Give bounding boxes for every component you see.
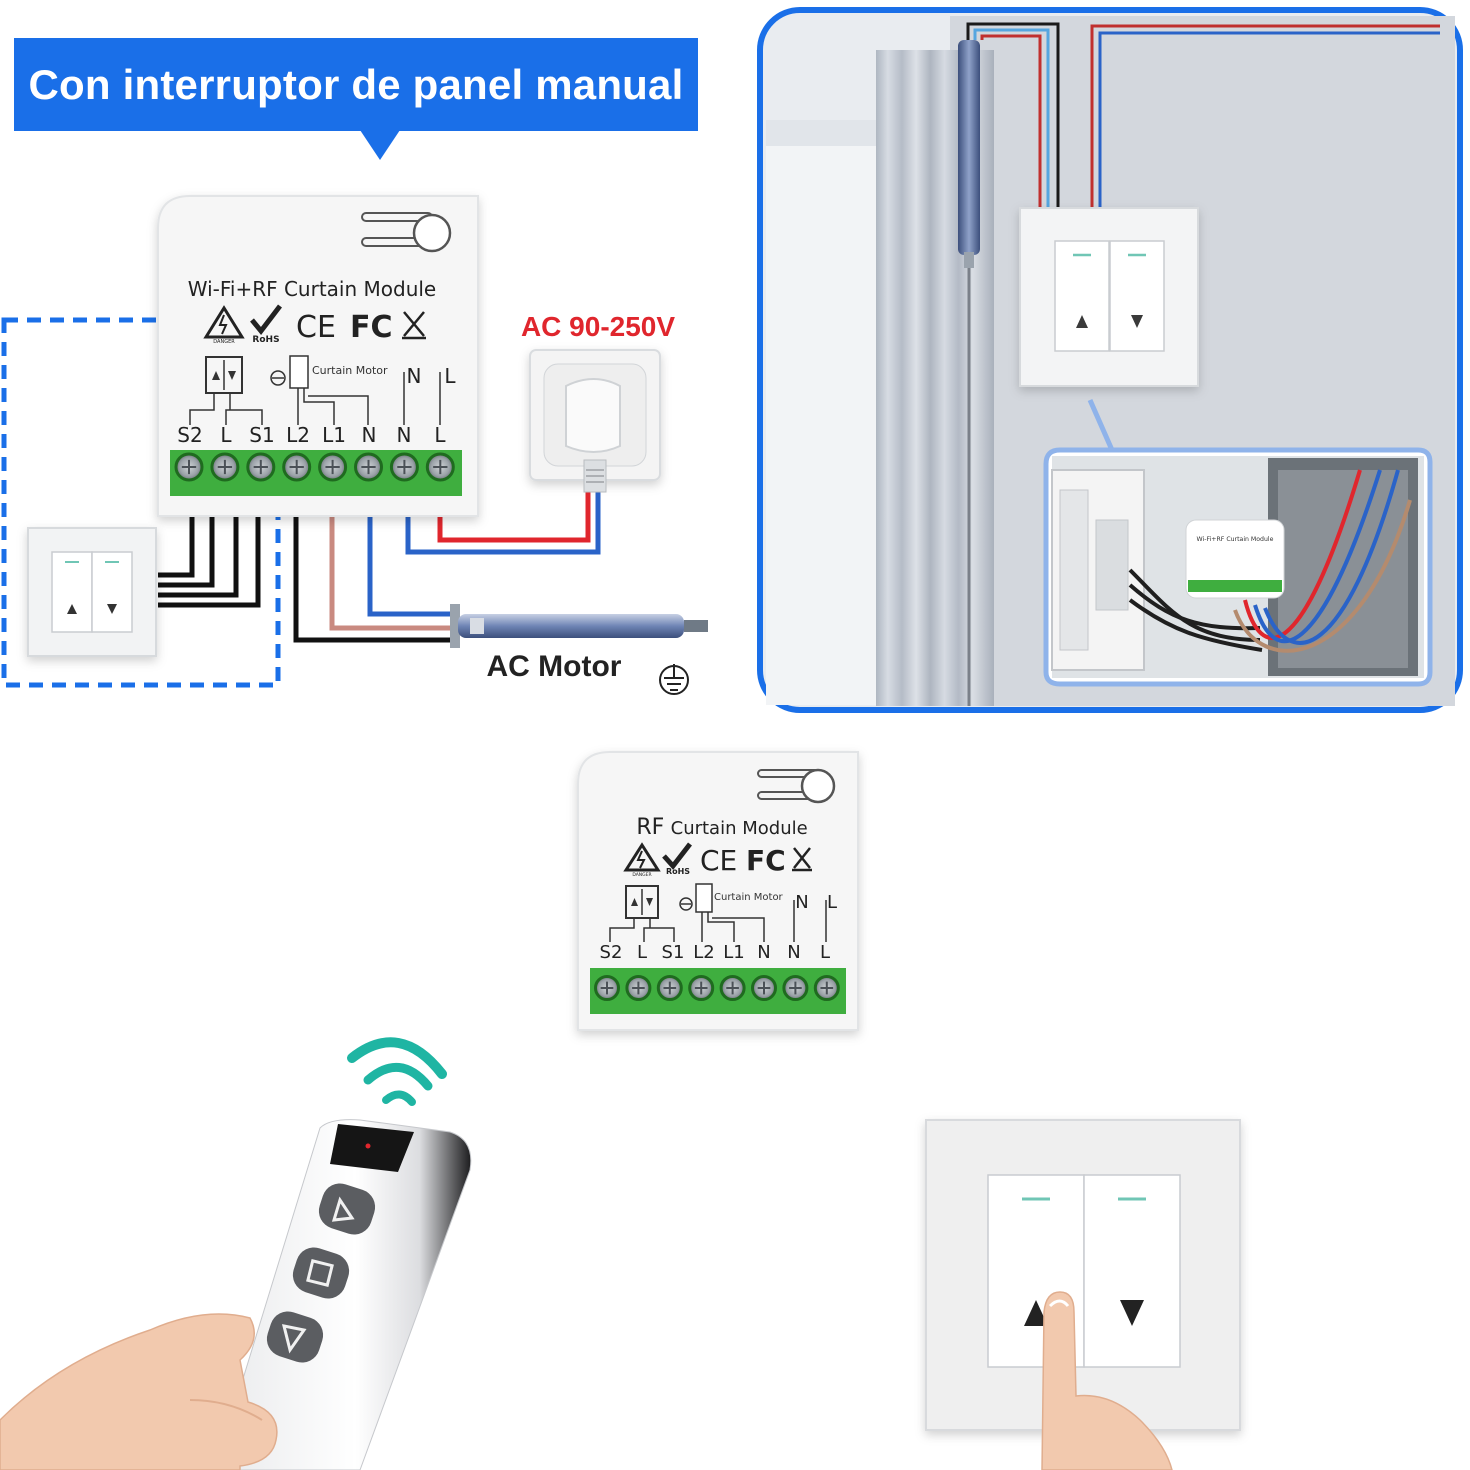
terminal-label: L1: [723, 942, 744, 963]
hand-icon: [0, 1313, 278, 1470]
remote-stop-button[interactable]: [288, 1243, 354, 1303]
rf-module-name: RF Curtain Module: [636, 815, 807, 840]
wifi-icon: [347, 1037, 447, 1106]
page-title: Con interruptor de panel manual: [14, 38, 698, 131]
down-arrow-icon: [646, 898, 653, 906]
screw-slot: [820, 981, 834, 995]
screw-slot: [663, 981, 677, 995]
screw-slot: [253, 459, 268, 475]
voltage-label: AC 90-250V: [521, 311, 675, 342]
danger-icon: [623, 842, 661, 872]
fc-mark: FC: [350, 310, 393, 345]
ground-icon: [679, 897, 693, 911]
wiring-diagram: Wi-Fi+RF Curtain Module DANGER RoHS CE F…: [1, 195, 708, 695]
down-arrow-icon: [228, 371, 236, 380]
switch-down-key[interactable]: [1083, 1174, 1181, 1368]
danger-text: DANGER: [632, 872, 651, 878]
remote-display: [330, 1124, 414, 1172]
screw-slot: [289, 459, 304, 475]
ground-icon: [270, 370, 286, 386]
up-arrow-icon: [331, 1196, 355, 1222]
terminal-label: S2: [600, 942, 623, 963]
remote-control: [0, 1037, 472, 1470]
small-module: Wi-Fi+RF Curtain Module: [1185, 519, 1285, 599]
down-arrow-icon: [1131, 315, 1143, 328]
terminal-label: L: [434, 423, 446, 447]
banner-pointer: [360, 130, 400, 160]
motor-label: Curtain Motor: [714, 892, 784, 903]
supply-l: L: [827, 892, 837, 913]
rohs-text: RoHS: [666, 867, 690, 876]
terminal-label: L: [637, 942, 647, 963]
motor-name: AC Motor: [487, 650, 622, 683]
screw-slot: [433, 459, 448, 475]
check-icon: [662, 842, 692, 870]
down-arrow-icon: [281, 1324, 307, 1354]
up-arrow-icon: [212, 371, 220, 380]
rf-module: RF Curtain Module DANGER RoHS CE FC Curt…: [577, 751, 859, 1031]
terminal-label: L2: [286, 423, 310, 447]
switch-with-finger: [925, 1119, 1241, 1470]
remote-up-button[interactable]: [314, 1179, 380, 1239]
terminal-label: N: [787, 942, 800, 963]
check-icon: [250, 304, 282, 336]
weee-icon: [402, 311, 426, 340]
up-arrow-icon: [1024, 1300, 1048, 1326]
terminal-label: L2: [693, 942, 714, 963]
installation-scene: Wi-Fi+RF Curtain Module: [757, 7, 1463, 713]
screw-slot: [757, 981, 771, 995]
screw-slot: [217, 459, 233, 475]
screw-slot: [361, 459, 376, 475]
up-arrow-icon: [1076, 315, 1088, 328]
screw-slot: [726, 981, 739, 995]
remote-down-button[interactable]: [262, 1307, 328, 1367]
screw-slot: [789, 981, 802, 995]
up-arrow-icon: [67, 604, 77, 614]
down-arrow-icon: [107, 604, 117, 614]
terminal-label: N: [397, 423, 412, 447]
ce-mark: CE: [296, 310, 336, 345]
power-socket: AC 90-250V: [521, 311, 675, 493]
small-module-label: Wi-Fi+RF Curtain Module: [1197, 536, 1274, 543]
motor-label: Curtain Motor: [312, 364, 388, 377]
supply-n: N: [795, 892, 808, 913]
danger-text: DANGER: [213, 339, 235, 345]
terminal-label: L1: [322, 423, 346, 447]
manual-wall-switch: [27, 527, 157, 657]
tube-motor-vertical: [958, 40, 980, 255]
supply-n: N: [407, 364, 422, 388]
down-arrow-icon: [1120, 1300, 1144, 1326]
weee-icon: [792, 847, 812, 872]
ac-motor: AC Motor: [450, 604, 708, 695]
rohs-text: RoHS: [252, 335, 279, 345]
terminal-label: S1: [249, 423, 274, 447]
screw-slot: [325, 459, 340, 475]
terminal-label: L: [820, 942, 830, 963]
terminal-label: N: [362, 423, 377, 447]
finger-icon: [1041, 1291, 1173, 1470]
ce-mark: CE: [700, 844, 737, 877]
wifi-rf-module: Wi-Fi+RF Curtain Module DANGER RoHS CE F…: [157, 195, 479, 517]
terminal-label: S2: [177, 423, 202, 447]
screw-slot: [632, 981, 645, 995]
stop-icon: [306, 1259, 334, 1287]
screw-slot: [600, 981, 614, 995]
supply-l: L: [444, 364, 456, 388]
fc-mark: FC: [746, 844, 786, 877]
module-name: Wi-Fi+RF Curtain Module: [188, 277, 437, 301]
up-arrow-icon: [631, 898, 638, 906]
danger-icon: [203, 305, 245, 339]
screw-slot: [181, 459, 197, 475]
terminal-label: S1: [662, 942, 685, 963]
screw-slot: [397, 459, 412, 475]
terminal-label: L: [220, 423, 232, 447]
screw-slot: [694, 981, 708, 995]
terminal-label: N: [757, 942, 770, 963]
